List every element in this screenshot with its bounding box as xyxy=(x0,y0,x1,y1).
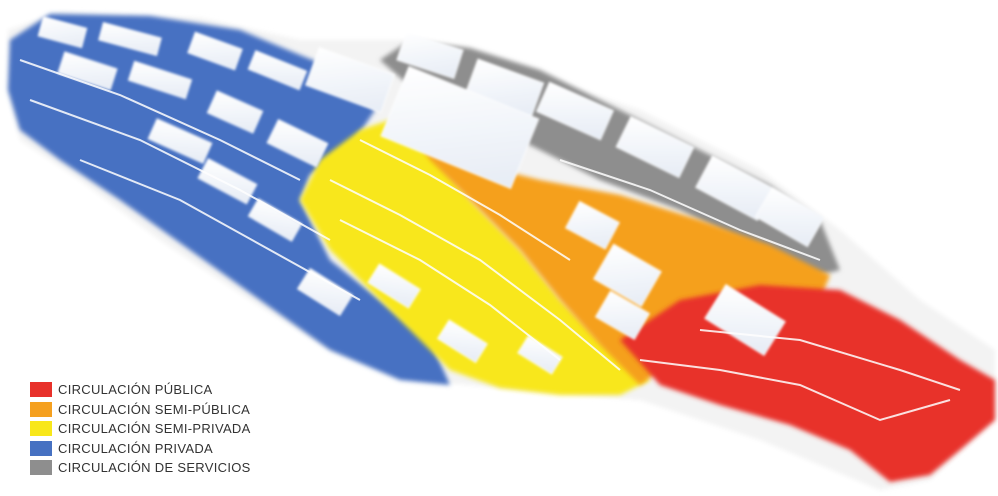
legend-item-semi-publica: CIRCULACIÓN SEMI-PÚBLICA xyxy=(30,400,251,420)
swatch-semi-publica xyxy=(30,402,52,417)
swatch-publica xyxy=(30,382,52,397)
legend-item-publica: CIRCULACIÓN PÚBLICA xyxy=(30,380,251,400)
legend-item-servicios: CIRCULACIÓN DE SERVICIOS xyxy=(30,458,251,478)
legend-label: CIRCULACIÓN PÚBLICA xyxy=(58,382,213,397)
swatch-semi-privada xyxy=(30,421,52,436)
legend-item-semi-privada: CIRCULACIÓN SEMI-PRIVADA xyxy=(30,419,251,439)
legend-item-privada: CIRCULACIÓN PRIVADA xyxy=(30,439,251,459)
legend-label: CIRCULACIÓN SEMI-PÚBLICA xyxy=(58,402,250,417)
swatch-privada xyxy=(30,441,52,456)
legend-label: CIRCULACIÓN DE SERVICIOS xyxy=(58,460,251,475)
swatch-servicios xyxy=(30,460,52,475)
legend: CIRCULACIÓN PÚBLICA CIRCULACIÓN SEMI-PÚB… xyxy=(30,380,251,478)
legend-label: CIRCULACIÓN PRIVADA xyxy=(58,441,213,456)
legend-label: CIRCULACIÓN SEMI-PRIVADA xyxy=(58,421,251,436)
